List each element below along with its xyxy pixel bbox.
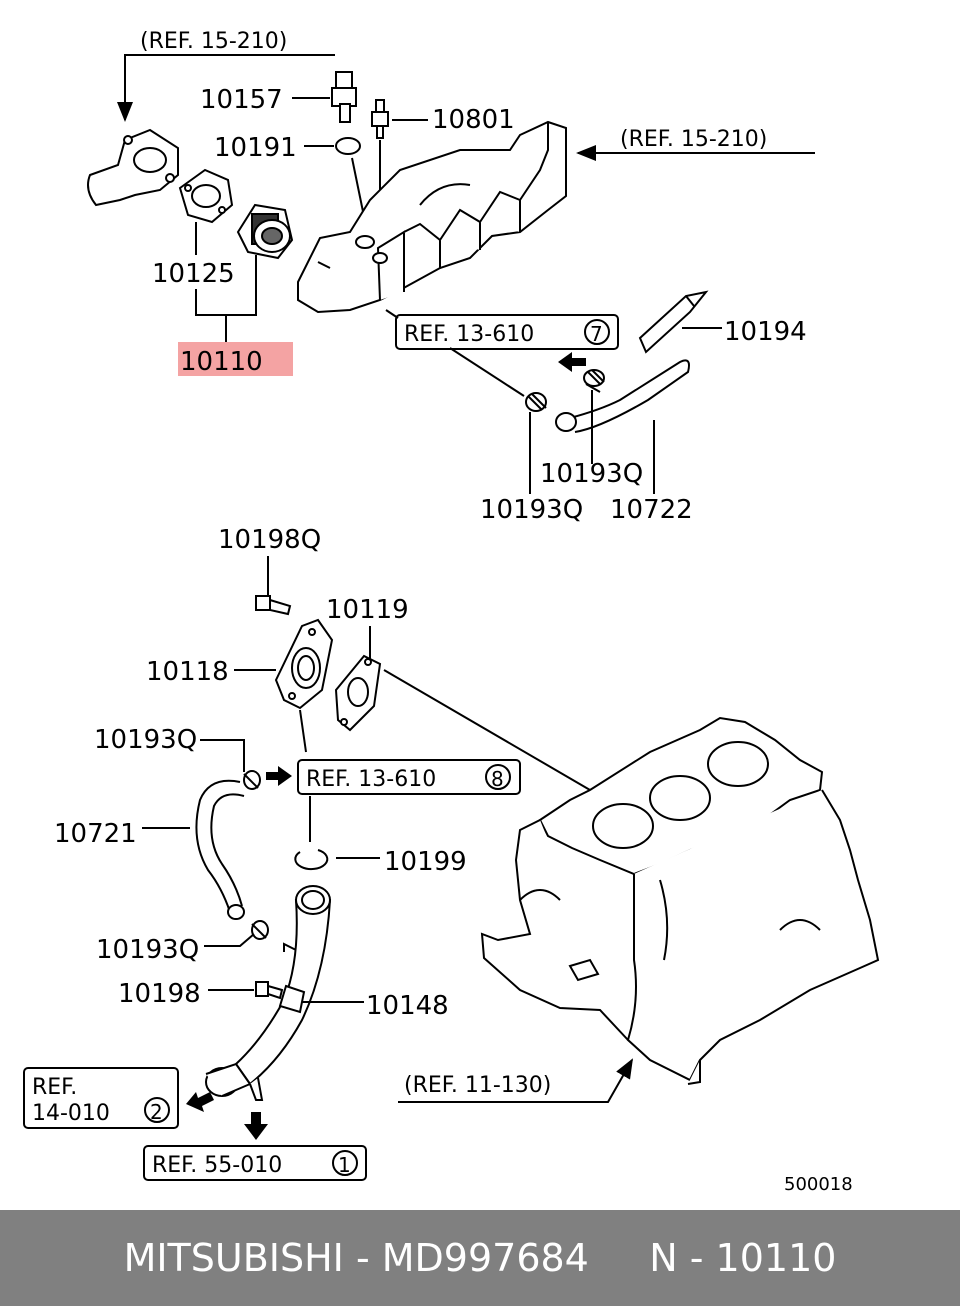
- gasket-10125: [178, 168, 234, 224]
- label-10194: 10194: [724, 317, 807, 347]
- ref-55-010-box: [143, 1145, 367, 1181]
- ring-10199: [294, 849, 329, 871]
- arrow-ref8: [266, 766, 292, 786]
- label-10721: 10721: [54, 819, 137, 849]
- label-10193q-b: 10193Q: [480, 495, 583, 525]
- sensor-10157: [331, 71, 357, 123]
- clamp-10194: [638, 290, 709, 354]
- leader-10119-block: [383, 669, 591, 791]
- label-10722: 10722: [610, 495, 693, 525]
- hose-clamp-upper: [583, 369, 605, 387]
- label-10198: 10198: [118, 979, 201, 1009]
- leader-10193q-c: [200, 739, 245, 772]
- arrow-ref14: [186, 1092, 214, 1112]
- water-pipe-10148: [205, 885, 332, 1101]
- ref-11-130-label: (REF. 11-130): [404, 1073, 551, 1098]
- ref-13-610-7-label: REF. 13-610: [404, 322, 534, 347]
- flange-10118: [274, 618, 334, 710]
- label-10199: 10199: [384, 847, 467, 877]
- ref-13-610-8-box: [297, 759, 521, 795]
- parts-diagram: (REF. 15-210) 10157 10801 10191: [23, 29, 880, 1195]
- ref-13-610-7-leader-a: [385, 309, 399, 319]
- hose-clamp-c: [243, 770, 261, 790]
- water-outlet-fitting: [87, 128, 179, 207]
- ref-14-010-circle: [144, 1097, 170, 1123]
- hose-clamp-d: [251, 920, 269, 940]
- ref-14-010-box: [23, 1067, 179, 1129]
- bolt-10198: [255, 981, 284, 1000]
- ref-13-610-7-leader-b: [449, 347, 525, 397]
- ref-13-610-8-num: 8: [491, 767, 504, 791]
- leader-flange-down: [299, 709, 307, 753]
- hose-10721: [195, 779, 245, 920]
- footer-part-info: MITSUBISHI - MD997684 N - 10110: [123, 1236, 837, 1280]
- label-10110: 10110: [180, 347, 263, 377]
- ref-14-010-line1: REF.: [32, 1075, 77, 1100]
- ref-55-010-label: REF. 55-010: [152, 1153, 282, 1178]
- arrow-ref7: [558, 352, 586, 372]
- diagram-code: 500018: [784, 1174, 853, 1195]
- water-passage-housing: [297, 120, 567, 314]
- washer-10191: [335, 137, 361, 155]
- pipe-10722: [555, 359, 690, 433]
- thermostat-body: [236, 203, 294, 260]
- ref-11-130-leader: [398, 1058, 633, 1103]
- ref-13-610-7-circle: [584, 319, 610, 345]
- label-10125: 10125: [152, 259, 235, 289]
- ref-13-610-7-num: 7: [590, 322, 603, 346]
- ref-top-left-leader: [117, 54, 335, 122]
- footer-bar: MITSUBISHI - MD997684 N - 10110: [0, 1210, 960, 1306]
- ref-13-610-8-circle: [485, 764, 511, 790]
- sensor-10801: [371, 99, 389, 139]
- ref-13-610-8-label: REF. 13-610: [306, 767, 436, 792]
- ref-55-010-num: 1: [338, 1153, 351, 1177]
- ref-top-left-label: (REF. 15-210): [140, 29, 287, 54]
- ref-13-610-7-box: [395, 314, 619, 350]
- label-10801: 10801: [432, 105, 515, 135]
- engine-block: [480, 716, 880, 1085]
- bolt-10198q: [255, 595, 292, 616]
- gasket-10119: [334, 654, 382, 732]
- label-10191: 10191: [214, 133, 297, 163]
- arrow-ref55: [244, 1112, 268, 1140]
- label-10118: 10118: [146, 657, 229, 687]
- label-10119: 10119: [326, 595, 409, 625]
- hose-clamp-lower: [525, 392, 547, 412]
- highlight-10110: [178, 342, 293, 376]
- label-10193q-a: 10193Q: [540, 459, 643, 489]
- ref-55-010-circle: [332, 1150, 358, 1176]
- ref-14-010-num: 2: [150, 1100, 163, 1124]
- ref-top-right-label: (REF. 15-210): [620, 127, 767, 152]
- label-10125-bg: [150, 255, 242, 289]
- leader-10193q-d: [204, 933, 255, 947]
- label-10198q: 10198Q: [218, 525, 321, 555]
- ref-14-010-line2: 14-010: [32, 1101, 110, 1126]
- label-10148: 10148: [366, 991, 449, 1021]
- label-10193q-c: 10193Q: [94, 725, 197, 755]
- label-10157: 10157: [200, 85, 283, 115]
- label-10193q-d: 10193Q: [96, 935, 199, 965]
